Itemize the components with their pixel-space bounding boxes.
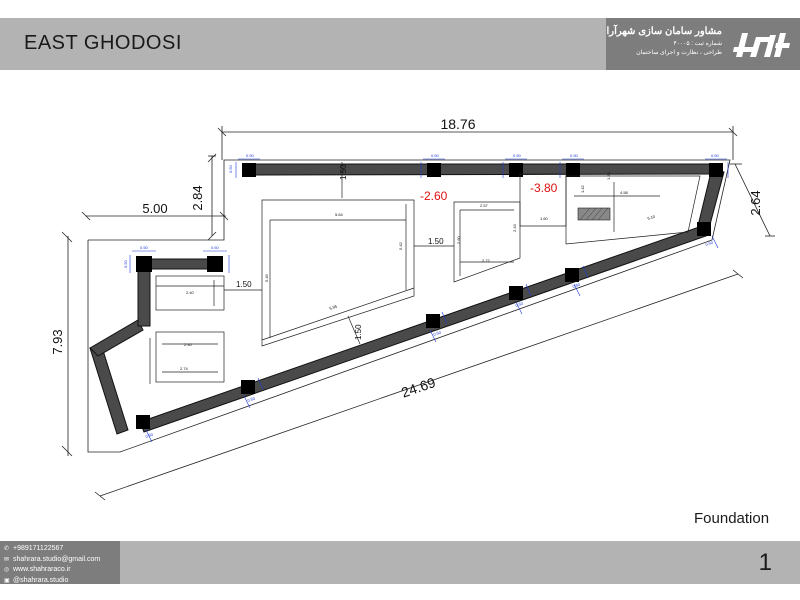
footing-label: 0.50 [145,431,155,439]
pit-label: 1.60 [540,216,549,221]
footing-label: 0.50 [247,395,257,403]
hatch-lines [579,207,609,221]
website-text: www.shahraraco.ir [13,566,71,573]
footing-label: 0.50 [433,329,443,337]
footing-annotations [129,158,729,443]
hatch-area [577,207,611,221]
globe-icon: ◎ [4,567,10,573]
pit-label: 1.50 [606,171,611,180]
pits [149,162,701,384]
dim-top-width: 18.76 [440,116,475,132]
gap-label: 1.50 [428,237,444,246]
contact-email: ✉shahrara.studio@gmail.com [4,555,120,566]
gap-label: 1.50 [236,280,252,289]
contact-website: ◎www.shahraraco.ir [4,565,120,576]
footing-label: 0.50 [513,153,522,158]
footing-label: 0.50 [570,153,579,158]
brand-panel: مشاور سامان سازی شهرآرا شماره ثبت : ۴۰۰۰… [606,18,800,70]
footer-bar: ✆+989171122567 ✉shahrara.studio@gmail.co… [0,541,800,584]
dim-top-step: 2.84 [190,185,205,210]
email-text: shahrara.studio@gmail.com [13,555,101,563]
footing-label: 0.50 [711,153,720,158]
brand-registration: شماره ثبت : ۴۰۰۰۵ [673,41,722,47]
pit-label: 1.42 [580,184,585,193]
footing-label: 0.50 [705,239,715,247]
footing-label: 0.60 [572,281,582,289]
footing-labels: 0.50 0.50 0.50 0.50 0.50 0.50 0.50 0.60 … [123,153,720,439]
instagram-icon: ▣ [4,577,10,584]
pit-label: 5.64 [335,212,344,217]
pit-label: 2.40 [186,290,195,295]
brand-tagline: طراحی ، نظارت و اجرای ساختمان [636,50,722,56]
email-icon: ✉ [4,556,10,563]
pit-label: 5.49 [264,273,269,282]
pit-label: 2.57 [480,203,489,208]
header-bar: EAST GHODOSI مشاور سامان سازی شهرآرا شما… [0,18,800,70]
pit-labels: 5.64 5.49 5.42 5.95 2.40 2.57 2.60 2.72 … [180,171,656,371]
footing-label: 0.60 [211,245,220,250]
footing-label: 0.50 [140,245,149,250]
brand-logo-icon [733,33,790,57]
footing-label: 0.50 [515,300,525,308]
lot-outline [87,159,731,453]
footing-label: 0.50 [123,259,128,268]
pit-label: 2.60 [456,235,461,244]
pit-label: 5.10 [647,213,657,221]
brand-text: مشاور سامان سازی شهرآرا شماره ثبت : ۴۰۰۰… [607,26,722,56]
footing-label: 0.50 [431,153,440,158]
gap-label: 1.50 [354,324,363,340]
phone-text: +989171122567 [13,545,64,552]
pit-label: 2.43 [512,223,517,232]
contact-instagram: ▣@shahrara.studio [4,576,120,587]
page-number: 1 [758,549,772,576]
pit-label: 2.72 [482,258,491,263]
contact-panel: ✆+989171122567 ✉shahrara.studio@gmail.co… [0,541,120,584]
pit-label: 2.40 [184,342,193,347]
level-mark: -3.80 [530,181,558,195]
pit-label: 5.42 [398,241,403,250]
dim-right-height: 2.64 [748,190,763,215]
contact-phone: ✆+989171122567 [4,544,120,555]
instagram-text: @shahrara.studio [13,576,69,584]
brand-name: مشاور سامان سازی شهرآرا [606,26,722,37]
plan-label: Foundation [694,510,770,527]
pit-label: 2.74 [180,366,189,371]
pit-label: 4.58 [620,190,629,195]
pit-label: 5.95 [329,303,339,311]
page-title: EAST GHODOSI [24,32,182,54]
footing-label: 0.50 [228,164,233,173]
footings [136,163,723,429]
dim-left-offset: 5.00 [142,201,167,216]
footing-label: 0.50 [246,153,255,158]
phone-icon: ✆ [4,546,10,552]
level-mark: -2.60 [420,189,448,203]
grade-beams [89,163,725,435]
dim-bottom-length: 24.69 [399,374,438,401]
dimension-lines [61,126,775,501]
dim-left-height: 7.93 [50,329,65,354]
gap-label: 1.50 [339,164,348,180]
